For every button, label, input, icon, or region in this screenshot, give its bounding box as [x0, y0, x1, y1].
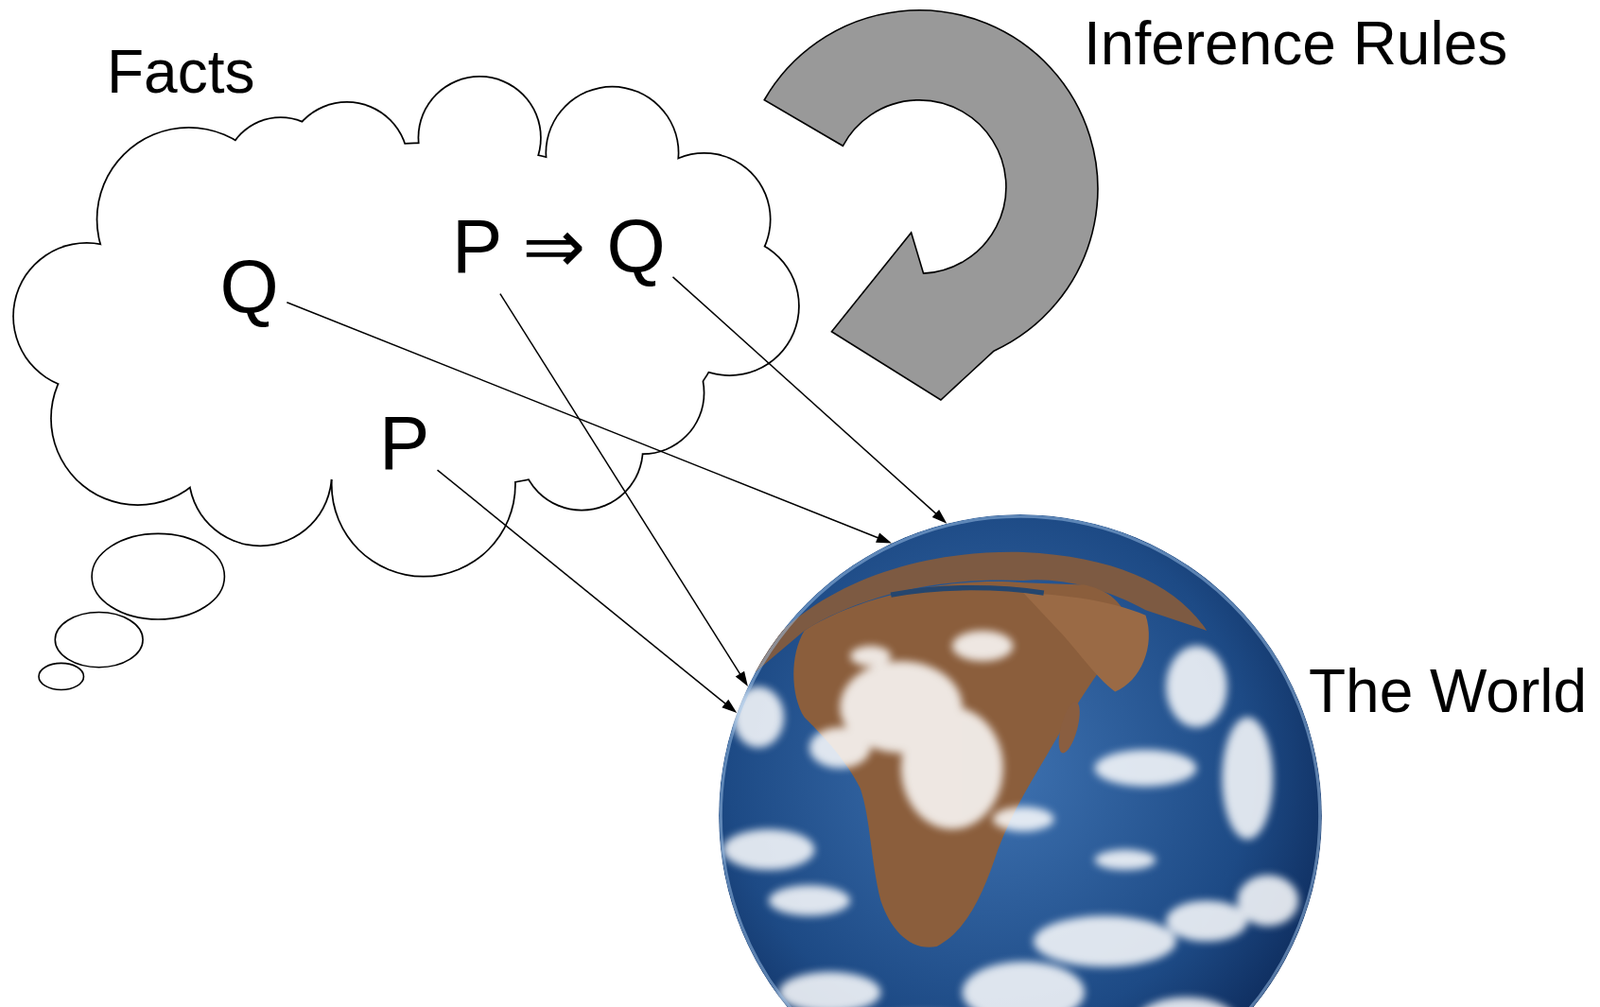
- node-text: Q: [220, 243, 280, 331]
- arrow-head: [932, 509, 948, 524]
- fact-text: P ⇒ Q: [446, 201, 672, 293]
- arrow-head: [721, 699, 737, 714]
- node-text: P ⇒ Q: [452, 203, 666, 291]
- text-holder: The World: [1308, 657, 1587, 728]
- inference-cycle-arrow: [764, 10, 1098, 400]
- arrow-head: [875, 533, 892, 544]
- text-holder: Facts: [106, 37, 255, 108]
- earth-globe: The World: [717, 513, 1323, 1007]
- fact-text: P: [373, 398, 436, 489]
- node-text: P: [379, 400, 431, 487]
- arrow-head: [735, 671, 748, 687]
- diagram-label: Inference Rules: [1083, 9, 1508, 80]
- earth-picture: [717, 513, 1323, 1007]
- world-label: The World: [1308, 657, 1587, 728]
- cloud-title: Facts: [106, 37, 255, 108]
- fact-text: Q: [214, 242, 286, 333]
- label-holder: Inference Rules: [1083, 9, 1508, 80]
- thought-cloud: FactsQ P ⇒ Q P: [0, 0, 823, 700]
